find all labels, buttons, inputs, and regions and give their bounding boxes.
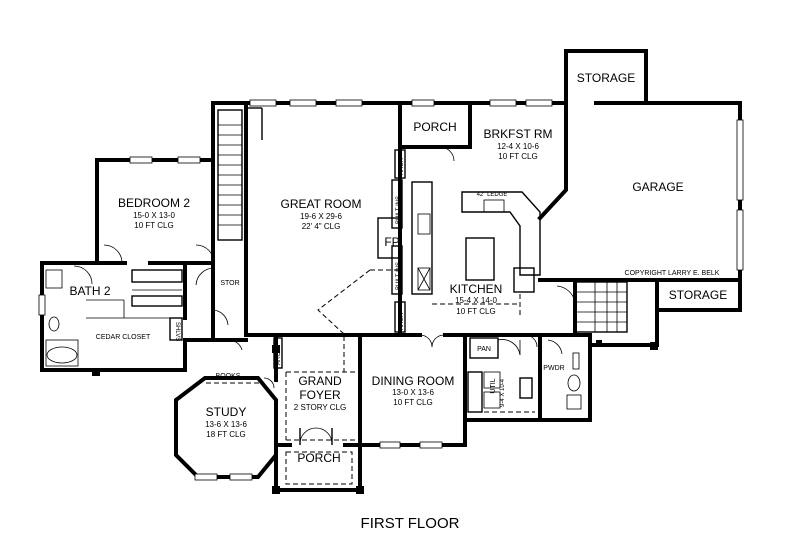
pan-label: PAN [477,346,491,353]
bedroom2-dim: 15-0 X 13-0 [133,211,175,220]
details [45,107,628,485]
shlvs-label: SHLVS [174,322,180,341]
porch-front-label: PORCH [297,451,340,465]
brkfst-clg: 10 FT CLG [498,152,537,161]
grand-foyer-clg: 2 STORY CLG [294,403,346,412]
grand-foyer-label-2: FOYER [299,388,341,402]
pwdr-label: PWDR [543,365,564,372]
bath2-label: BATH 2 [69,284,110,298]
copyright-label: COPYRIGHT LARRY E. BELK [625,270,720,277]
dining-dim: 13-0 X 13-6 [392,388,434,397]
books-label: BOOKS [216,373,241,380]
bedroom2-clg: 10 FT CLG [134,221,173,230]
great-room-clg: 22' 4" CLG [302,222,341,231]
study-clg: 18 FT CLG [206,430,245,439]
brkfst-dim: 12-4 X 10-6 [497,142,539,151]
fp-label: FP [384,235,399,249]
brkfst-label: BRKFST RM [483,127,552,141]
kitchen-clg: 10 FT CLG [456,307,495,316]
dining-label: DINING ROOM [372,374,455,388]
walls [40,49,742,492]
cedar-closet-label: CEDAR CLOSET [96,334,151,341]
ledge-label: 42" LEDGE [477,192,508,198]
porch-back-label: PORCH [413,120,456,134]
windows [38,99,744,481]
bedroom2-label: BEDROOM 2 [118,196,190,210]
stor-label: STOR [220,280,239,287]
study-label: STUDY [206,405,247,419]
kitchen-label: KITCHEN [450,282,503,296]
posts [92,340,658,494]
storage-top-label: STORAGE [577,71,635,85]
great-room-label: GREAT ROOM [281,197,362,211]
kitchen-dim: 15-4 X 14-0 [455,296,497,305]
garage-label: GARAGE [632,180,683,194]
dining-clg: 10 FT CLG [393,398,432,407]
util-label: UTIL [490,378,497,393]
util-dim: 9-4 X 10-4 [500,378,506,407]
storage-right-label: STORAGE [669,288,727,302]
room-labels: STORAGE PORCH BRKFST RM 12-4 X 10-6 10 F… [69,71,727,532]
built-ins-2-label: BUILT INS [396,262,402,290]
arch-foyer-label: ARCH [276,348,282,365]
arch-top-label: ARCH [399,158,405,175]
arch-bottom-label: ARCH [399,313,405,330]
floor-title: FIRST FLOOR [361,515,460,532]
grand-foyer-label-1: GRAND [298,374,342,388]
built-ins-1-label: BUILT INS [396,196,402,224]
great-room-dim: 19-6 X 29-6 [300,212,342,221]
study-dim: 13-6 X 13-6 [205,420,247,429]
